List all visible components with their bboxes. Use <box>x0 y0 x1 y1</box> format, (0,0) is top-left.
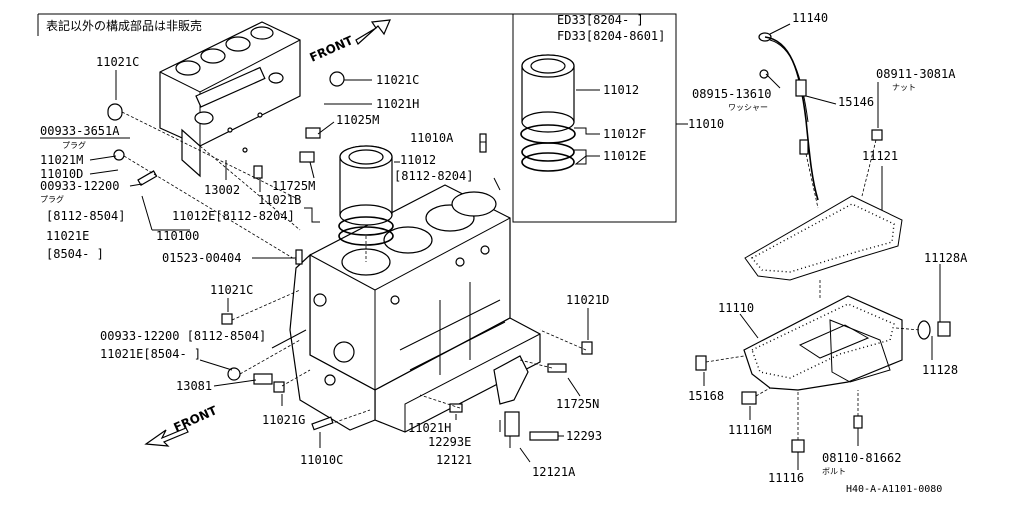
label-01523-00404: 01523-00404 <box>162 251 241 265</box>
label-11110: 11110 <box>718 301 754 315</box>
oil-pan-gasket <box>744 195 903 281</box>
label-11021D: 11021D <box>566 293 609 307</box>
label-washer: ワッシャー <box>728 103 768 112</box>
label-11021M: 11021M <box>40 153 83 167</box>
label-15146: 15146 <box>838 95 874 109</box>
label-11021H-a: 11021H <box>376 97 419 111</box>
label-00933-12200-b: 00933-12200 [8112-8504] <box>100 329 266 343</box>
label-11128A: 11128A <box>924 251 968 265</box>
small-hardware <box>107 71 593 431</box>
liner-inset-drawing <box>520 54 576 172</box>
label-11010: 11010 <box>688 117 724 131</box>
label-range-8112-8504-a: [8112-8504] <box>46 209 125 223</box>
label-11025M: 11025M <box>336 113 379 127</box>
cylinder-block <box>289 184 541 433</box>
label-13002: 13002 <box>204 183 240 197</box>
front-label-bottom: FRONT <box>172 403 220 435</box>
front-label-top: FRONT <box>308 33 356 65</box>
label-11021H-b: 11021H <box>408 421 451 435</box>
label-00933-3651A: 00933-3651A <box>40 124 120 138</box>
inset-model-fd33: FD33[8204-8601] <box>557 29 665 43</box>
label-13081: 13081 <box>176 379 212 393</box>
label-110100: 110100 <box>156 229 199 243</box>
inset-model-ed33: ED33[8204- ] <box>557 13 644 27</box>
dipstick <box>758 32 883 201</box>
label-11012F: 11012F <box>603 127 646 141</box>
diagram-reference-code: H40-A-A1101-0080 <box>846 484 942 495</box>
label-08915-13610: 08915-13610 <box>692 87 771 101</box>
label-12293: 12293 <box>566 429 602 443</box>
label-plug-1: プラグ <box>62 140 86 150</box>
label-11012-main: 11012 <box>400 153 436 167</box>
bearing-cap <box>493 355 559 441</box>
label-11116M: 11116M <box>728 423 771 437</box>
front-arrow-bottom: FRONT <box>144 403 220 447</box>
label-range-8112-8204: [8112-8204] <box>394 169 473 183</box>
label-08110-81662: 08110-81662 <box>822 451 901 465</box>
label-11021E-b: 11021E[8504- ] <box>100 347 201 361</box>
label-12293E: 12293E <box>428 435 471 449</box>
label-11121: 11121 <box>862 149 898 163</box>
label-range-8504-a: [8504- ] <box>46 247 104 261</box>
label-11021C-b: 11021C <box>376 73 419 87</box>
label-11128: 11128 <box>922 363 958 377</box>
label-12121: 12121 <box>436 453 472 467</box>
label-11010D: 11010D <box>40 167 83 181</box>
liner-inset-box <box>512 13 677 223</box>
label-11725N: 11725N <box>556 397 599 411</box>
label-12121A: 12121A <box>532 465 576 479</box>
label-11010C: 11010C <box>300 453 343 467</box>
label-00933-12200-a: 00933-12200 <box>40 179 119 193</box>
label-11012E-b: 11012E[8112-8204] <box>172 209 295 223</box>
label-11021G: 11021G <box>262 413 305 427</box>
assembly-dash-lines <box>121 111 921 440</box>
upper-block-detail <box>159 21 301 178</box>
label-11725M: 11725M <box>272 179 315 193</box>
non-sale-note: 表記以外の構成部品は非販売 <box>46 18 202 33</box>
label-15168: 15168 <box>688 389 724 403</box>
label-bolt: ボルト <box>822 467 846 476</box>
leader-lines <box>40 23 941 470</box>
label-nut: ナット <box>892 83 916 92</box>
label-11140: 11140 <box>792 11 828 25</box>
front-arrow-top: FRONT <box>308 19 391 65</box>
label-11010A: 11010A <box>410 131 454 145</box>
label-08911-3081A: 08911-3081A <box>876 67 956 81</box>
label-11012-inset: 11012 <box>603 83 639 97</box>
label-11021B: 11021B <box>258 193 301 207</box>
label-11021C-a: 11021C <box>96 55 139 69</box>
label-11021C-c: 11021C <box>210 283 253 297</box>
label-plug-2: プラグ <box>40 194 64 204</box>
label-11012E-inset: 11012E <box>603 149 646 163</box>
label-11021E-a: 11021E <box>46 229 89 243</box>
label-11116: 11116 <box>768 471 804 485</box>
cylinder-liner-main <box>338 145 394 246</box>
